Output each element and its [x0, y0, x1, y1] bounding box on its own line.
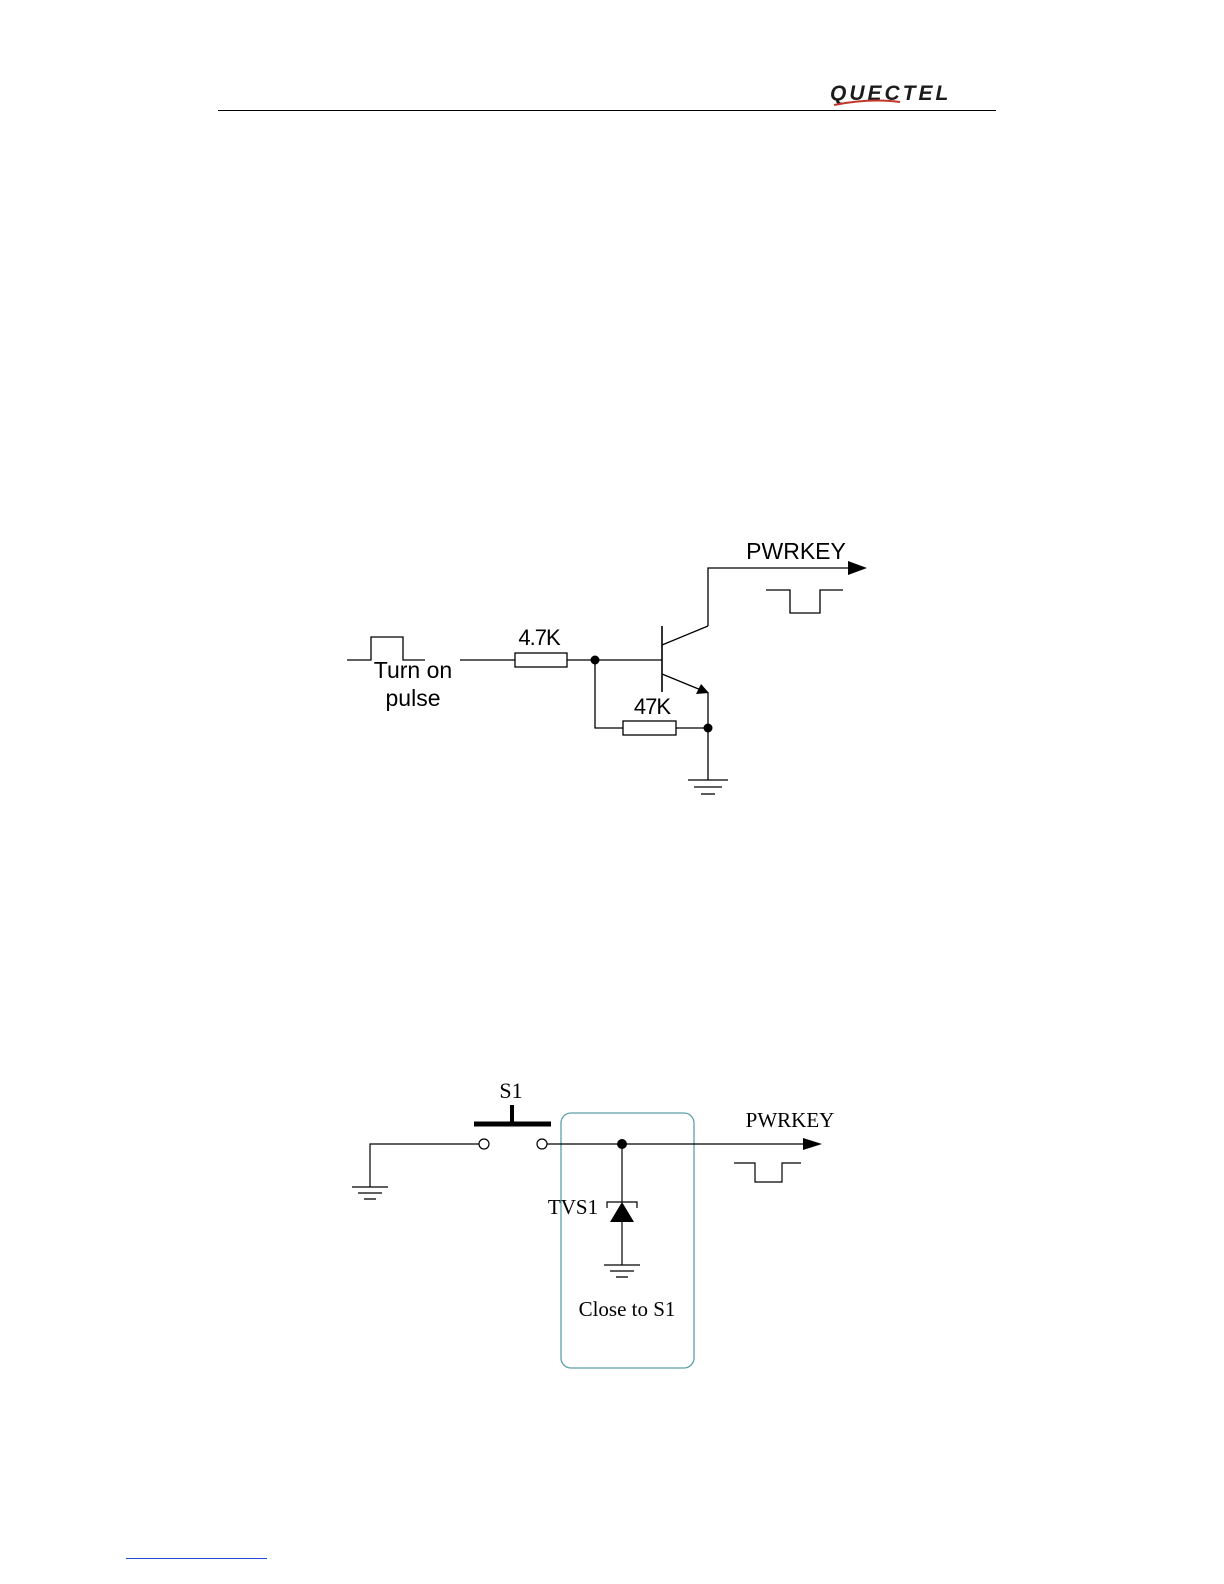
ground-icon-left	[352, 1144, 484, 1199]
close-to-s1-box	[561, 1113, 694, 1368]
ground-icon-tvs	[604, 1265, 640, 1277]
switch-s1-label: S1	[499, 1078, 522, 1103]
switch-s1-icon	[474, 1105, 551, 1149]
tvs-diode-icon	[607, 1202, 637, 1222]
close-to-s1-label: Close to S1	[579, 1297, 676, 1321]
pwrkey-pulse-waveform-2	[734, 1163, 801, 1182]
pwrkey-arrow-2	[803, 1138, 822, 1150]
tvs1-label: TVS1	[548, 1195, 598, 1219]
pwrkey-label-2: PWRKEY	[746, 1108, 835, 1132]
footer-link-rule	[126, 1558, 267, 1559]
